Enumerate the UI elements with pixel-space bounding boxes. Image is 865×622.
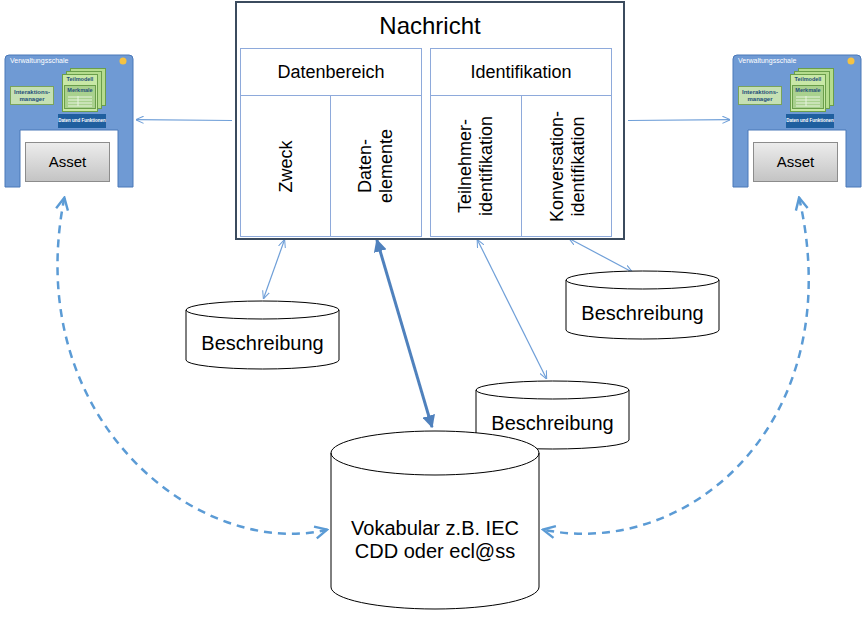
node-label: Interaktions- manager bbox=[11, 87, 53, 104]
asset-box: Asset bbox=[753, 142, 838, 182]
node-label: Konversation- identifikation bbox=[522, 96, 611, 236]
interaction-manager-box: Interaktions- manager bbox=[10, 86, 54, 105]
connector-arrow bbox=[377, 240, 432, 427]
description-store: Beschreibung bbox=[185, 300, 340, 370]
properties-box: Merkmale bbox=[64, 85, 96, 109]
connector-arrow bbox=[628, 119, 730, 121]
connector-arrow bbox=[264, 240, 285, 299]
node-label: Asset bbox=[754, 143, 837, 181]
node-label: Merkmale bbox=[65, 86, 95, 95]
connector-arrow bbox=[477, 240, 546, 379]
asset-administration-shell: VerwaltungsschaleInteraktions- manager Te… bbox=[733, 55, 861, 187]
data-functions-box: Daten und Funktionen bbox=[58, 114, 106, 128]
node-label: Merkmale bbox=[793, 86, 823, 95]
properties-box: Merkmale bbox=[792, 85, 824, 109]
data-area-box: DatenbereichZweckDaten- elemente bbox=[240, 48, 422, 237]
node-label: Nachricht bbox=[237, 5, 623, 47]
description-store: Beschreibung bbox=[565, 270, 720, 340]
asset-box: Asset bbox=[25, 142, 110, 182]
asset-administration-shell: VerwaltungsschaleInteraktions- manager Te… bbox=[5, 55, 133, 187]
node-label: Teilmodell bbox=[790, 74, 826, 84]
submodel-stack: TeilmodellMerkmale bbox=[62, 68, 106, 112]
purpose-box: Zweck bbox=[240, 95, 331, 237]
node-label: Daten und Funktionen bbox=[58, 114, 106, 128]
interaction-manager-box: Interaktions- manager bbox=[738, 86, 782, 105]
identification-box: IdentifikationTeilnehmer- identifikation… bbox=[430, 48, 612, 237]
node-label: Verwaltungsschale bbox=[738, 56, 838, 67]
node-label: Vokabular z.B. IEC CDD oder ecl@ss bbox=[340, 480, 530, 600]
node-label: Teilnehmer- identifikation bbox=[431, 96, 521, 236]
node-label: Asset bbox=[26, 143, 109, 181]
data-elements-box: Daten- elemente bbox=[330, 95, 422, 237]
vocabulary-store: Vokabular z.B. IEC CDD oder ecl@ss bbox=[330, 430, 540, 610]
node-label: Interaktions- manager bbox=[739, 87, 781, 104]
node-label: Teilmodell bbox=[62, 74, 98, 84]
node-label: Beschreibung bbox=[190, 320, 335, 366]
participant-id-box: Teilnehmer- identifikation bbox=[430, 95, 522, 237]
message-box: NachrichtDatenbereichZweckDaten- element… bbox=[235, 1, 625, 240]
node-label: Daten- elemente bbox=[331, 96, 421, 236]
dashed-connector bbox=[543, 198, 809, 534]
node-label: Identifikation bbox=[431, 49, 611, 95]
node-label: Daten und Funktionen bbox=[786, 114, 834, 128]
connector-arrow bbox=[569, 238, 632, 272]
data-functions-box: Daten und Funktionen bbox=[786, 114, 834, 128]
node-label: Verwaltungsschale bbox=[10, 56, 110, 67]
connector-arrow bbox=[136, 119, 232, 121]
node-label: Datenbereich bbox=[241, 49, 421, 95]
node-label: Beschreibung bbox=[570, 290, 715, 336]
submodel-stack: TeilmodellMerkmale bbox=[790, 68, 834, 112]
conversation-id-box: Konversation- identifikation bbox=[521, 95, 612, 237]
node-label: Zweck bbox=[241, 96, 330, 236]
